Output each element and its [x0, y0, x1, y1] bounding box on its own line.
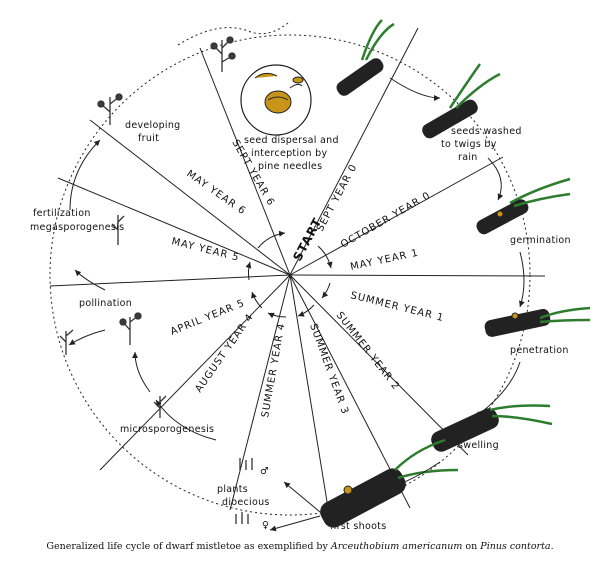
mistletoe-plant-drawings: [59, 36, 253, 524]
seed-interception-inset: [240, 64, 312, 136]
seed-dispersal-text-3: pine needles: [258, 161, 322, 172]
male-symbol: ♂: [260, 466, 269, 477]
developing-text: developing: [125, 120, 181, 131]
label-may-year-5: MAY YEAR 5: [170, 236, 240, 264]
plants-text: plants: [217, 484, 248, 495]
seeds-washed-text-2: to twigs by: [441, 139, 497, 150]
seed-dispersal-text-2: interception by: [251, 148, 327, 159]
label-summer-year-1: SUMMER YEAR 1: [349, 290, 445, 324]
label-summer-year-4: SUMMER YEAR 4: [260, 322, 288, 419]
fertilization-text: fertilization: [33, 208, 91, 219]
fruit-text: fruit: [138, 133, 159, 144]
stage-arrows: [68, 77, 525, 532]
caption-host: Pinus contorta: [480, 541, 551, 552]
caption-end: .: [550, 541, 554, 552]
seed-dispersal-text-1: seed dispersal and: [244, 135, 339, 146]
cycle-circle: [49, 34, 531, 516]
label-may-year-6: MAY YEAR 6: [184, 168, 247, 217]
pine-twig-drawings: [320, 19, 591, 528]
figure-caption: Generalized life cycle of dwarf mistleto…: [0, 541, 600, 552]
female-symbol: ♀: [262, 520, 269, 531]
dioecious-text: dioecious: [222, 497, 270, 508]
inner-cycle-arrows: [245, 230, 333, 319]
caption-species: Arceuthobium americanum: [330, 541, 463, 552]
pollination-text: pollination: [79, 298, 132, 309]
label-summer-year-3: SUMMER YEAR 3: [307, 322, 350, 416]
microsporogenesis-text: microsporogenesis: [120, 424, 214, 435]
stage-labels: seed dispersal and interception by pine …: [30, 120, 571, 532]
swelling-text: swelling: [458, 440, 499, 451]
first-shoots-text: first shoots: [330, 521, 386, 532]
label-october-year-0: OCTOBER YEAR 0: [339, 190, 433, 250]
caption-pre: Generalized life cycle of dwarf mistleto…: [46, 541, 331, 552]
germination-text: germination: [510, 235, 571, 246]
label-sept-year-0: SEPT YEAR 0: [315, 162, 360, 233]
seeds-washed-text-1: seeds washed: [451, 126, 522, 137]
label-may-year-1: MAY YEAR 1: [349, 248, 420, 273]
penetration-text: penetration: [510, 345, 569, 356]
seeds-washed-text-3: rain: [458, 152, 478, 163]
megasporogenesis-text: megasporogenesis: [30, 222, 124, 233]
caption-mid: on: [462, 541, 481, 552]
